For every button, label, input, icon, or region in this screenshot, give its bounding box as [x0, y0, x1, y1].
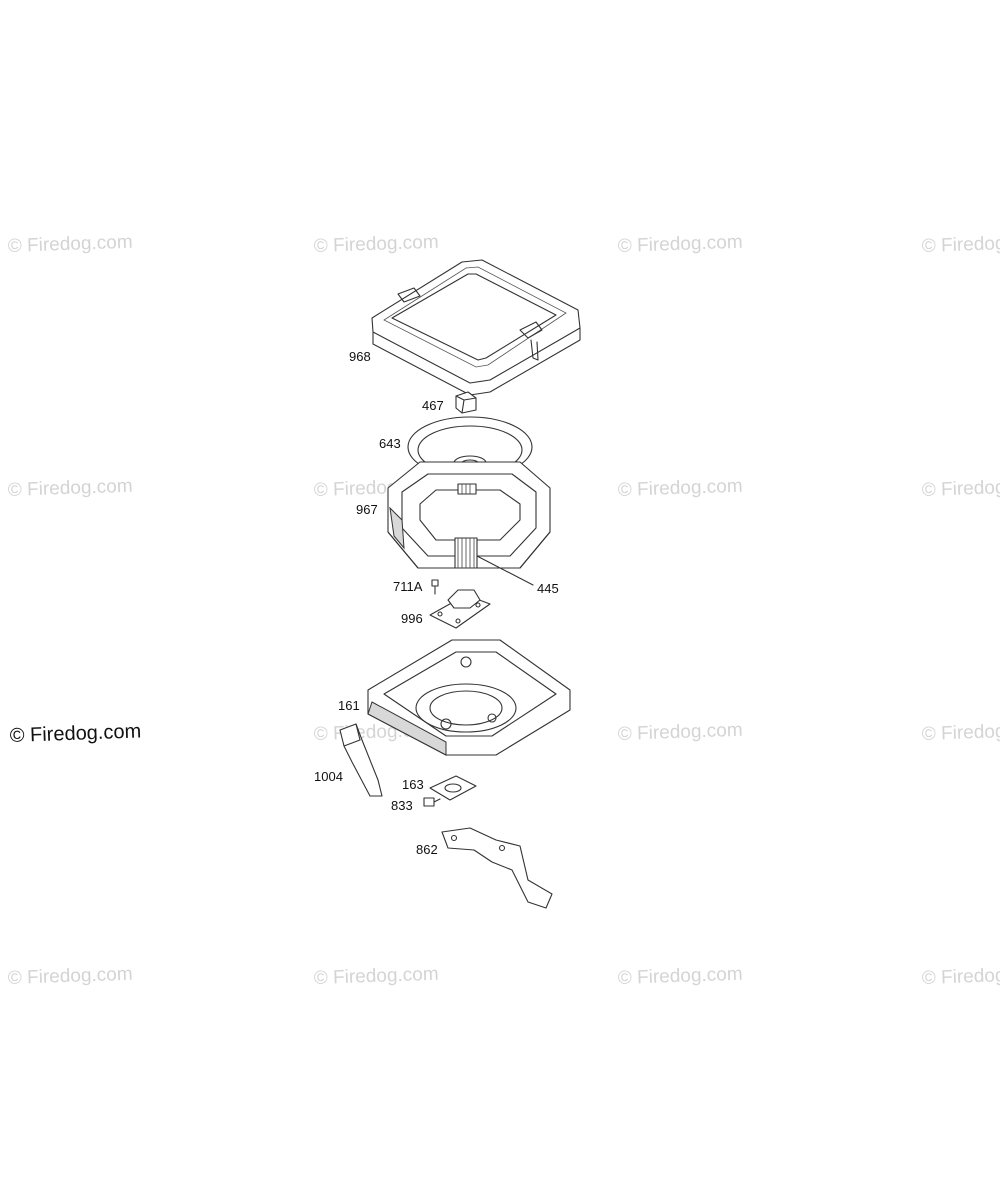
watermark: © Firedog.com — [921, 720, 1000, 745]
label-643: 643 — [379, 436, 401, 451]
leader-445 — [476, 555, 534, 586]
label-996: 996 — [401, 611, 423, 626]
part-833-bolt — [423, 797, 441, 807]
part-968-cover — [371, 259, 581, 396]
watermark: © Firedog.com — [617, 476, 743, 501]
label-161: 161 — [338, 698, 360, 713]
watermark: © Firedog.com — [921, 964, 1000, 989]
watermark: © Firedog.com — [617, 232, 743, 257]
label-711A: 711A — [393, 579, 423, 594]
watermark: © Firedog.com — [617, 964, 743, 989]
part-967-precleaner — [387, 461, 551, 569]
watermark: © Firedog.com — [7, 964, 133, 989]
label-1004: 1004 — [314, 769, 343, 784]
watermark: © Firedog.com — [7, 0, 133, 1]
watermark-grid: © Firedog.com © Firedog.com © Firedog.co… — [7, 0, 1000, 989]
part-1004-duct — [339, 723, 383, 797]
label-445: 445 — [537, 581, 559, 596]
label-968: 968 — [349, 349, 371, 364]
part-862-bracket — [441, 827, 553, 909]
watermark: © Firedog.com — [7, 232, 133, 257]
watermark: © Firedog.com — [313, 964, 439, 989]
part-labels: 968 467 643 967 445 711A 996 161 1004 16… — [314, 349, 559, 857]
label-967: 967 — [356, 502, 378, 517]
watermark: © Firedog.com — [617, 720, 743, 745]
watermark: © Firedog.com — [313, 0, 439, 1]
watermark: © Firedog.com — [617, 0, 743, 1]
part-467-block — [455, 391, 477, 414]
label-467: 467 — [422, 398, 444, 413]
watermark: © Firedog.com — [313, 232, 439, 257]
part-996-bracket — [429, 589, 491, 629]
part-445-filter — [454, 483, 534, 586]
part-711A-screw — [431, 579, 439, 595]
watermark: © Firedog.com — [921, 232, 1000, 257]
watermark: © Firedog.com — [921, 476, 1000, 501]
label-862: 862 — [416, 842, 438, 857]
watermark: © Firedog.com — [921, 0, 1000, 1]
watermark-prominent: © Firedog.com — [9, 720, 141, 747]
watermark: © Firedog.com — [7, 476, 133, 501]
part-161-base — [367, 639, 571, 756]
part-163-gasket — [429, 775, 477, 801]
label-163: 163 — [402, 777, 424, 792]
label-833: 833 — [391, 798, 413, 813]
